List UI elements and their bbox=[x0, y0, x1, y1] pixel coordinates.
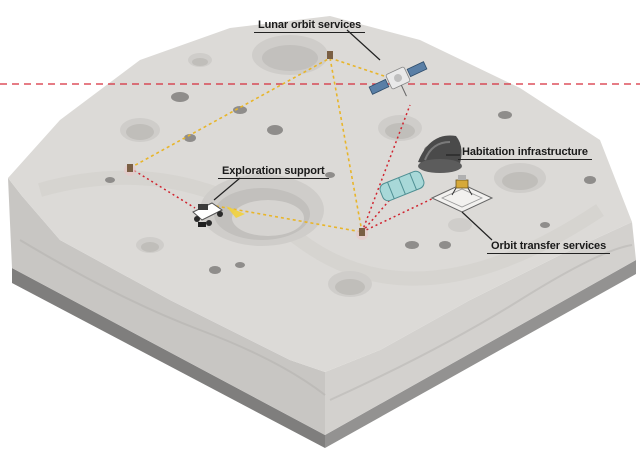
crater bbox=[200, 174, 324, 246]
rover-icon bbox=[192, 202, 245, 227]
crater bbox=[448, 218, 472, 232]
landing-pad bbox=[430, 183, 494, 213]
beacon-icon bbox=[356, 228, 368, 240]
satellite-icon bbox=[368, 61, 428, 97]
crater bbox=[120, 118, 160, 142]
crater bbox=[494, 163, 546, 193]
crater bbox=[252, 35, 328, 75]
yellow-links bbox=[129, 57, 391, 233]
terrain-side-right bbox=[325, 222, 636, 435]
crater bbox=[328, 271, 372, 297]
red-links bbox=[129, 104, 441, 233]
crater bbox=[188, 53, 212, 67]
terrain-side-front bbox=[8, 178, 325, 435]
terrain-base-right bbox=[325, 260, 636, 448]
terrain-top bbox=[8, 16, 632, 372]
label-lunar-orbit-services: Lunar orbit services bbox=[253, 19, 366, 33]
strata-front bbox=[19, 239, 326, 396]
crater bbox=[378, 115, 422, 141]
leader-lines bbox=[213, 29, 493, 241]
label-habitation-infrastructure: Habitation infrastructure bbox=[458, 146, 592, 160]
label-exploration-support: Exploration support bbox=[218, 165, 329, 179]
lander-icon bbox=[451, 175, 473, 196]
label-orbit-transfer-services: Orbit transfer services bbox=[486, 240, 611, 254]
beacon-icon bbox=[327, 51, 333, 59]
terrain-base-left bbox=[12, 268, 325, 448]
habitat-module-icon bbox=[379, 170, 425, 202]
beacon-icon bbox=[124, 164, 136, 176]
habitat-dome-icon bbox=[418, 135, 462, 173]
craters bbox=[120, 35, 546, 297]
surface-shade bbox=[38, 170, 604, 286]
crater bbox=[136, 237, 164, 253]
